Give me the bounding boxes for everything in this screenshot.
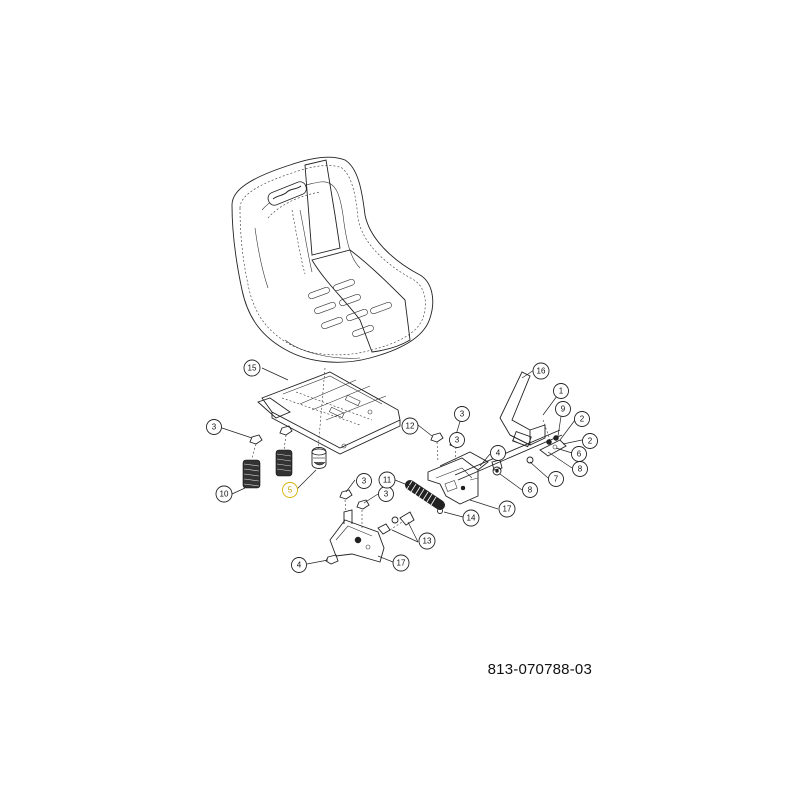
callout-10: 10 xyxy=(215,485,233,503)
callout-1: 1 xyxy=(553,383,569,399)
callout-label: 17 xyxy=(503,505,512,514)
leader-lines xyxy=(221,367,583,565)
spring-part-11 xyxy=(405,480,445,510)
callout-9: 9 xyxy=(555,401,571,417)
linkage-parts-right xyxy=(491,419,567,476)
callout-label: 3 xyxy=(212,423,217,432)
callout-label: 3 xyxy=(460,410,465,419)
callout-3: 3 xyxy=(449,432,465,448)
spring-right xyxy=(275,449,293,477)
callout-13: 13 xyxy=(418,532,436,550)
callout-17: 17 xyxy=(498,500,516,518)
callout-3: 3 xyxy=(206,419,222,435)
lever-bracket-lower xyxy=(329,499,385,563)
callout-label: 16 xyxy=(537,367,546,376)
callout-label: 14 xyxy=(467,514,476,523)
callout-8: 8 xyxy=(572,461,588,477)
callout-label: 3 xyxy=(455,436,460,445)
flange-nut-right xyxy=(279,425,293,451)
callout-4: 4 xyxy=(291,557,307,573)
pivot-rod xyxy=(454,429,563,481)
callout-label: 17 xyxy=(397,559,406,568)
seat-slide-plate xyxy=(257,371,401,455)
callout-2: 2 xyxy=(582,433,598,449)
drawing-part-number: 813-070788-03 xyxy=(487,661,592,678)
callout-label: 4 xyxy=(496,449,501,458)
callout-label: 2 xyxy=(580,415,585,424)
callout-label: 1 xyxy=(559,387,564,396)
callout-8: 8 xyxy=(522,482,538,498)
seat xyxy=(231,156,434,451)
callout-label: 3 xyxy=(384,490,389,499)
callout-label: 15 xyxy=(248,364,257,373)
spring-left xyxy=(242,459,261,489)
callout-4: 4 xyxy=(490,445,506,461)
callout-16: 16 xyxy=(532,362,550,380)
callout-14: 14 xyxy=(462,509,480,527)
callout-label: 8 xyxy=(578,465,583,474)
knob-part-5 xyxy=(311,447,327,469)
callout-label: 5 xyxy=(288,486,293,495)
callout-17: 17 xyxy=(392,554,410,572)
callout-12: 12 xyxy=(401,417,419,435)
callout-label: 13 xyxy=(423,537,432,546)
brand-logo-plate xyxy=(267,181,307,206)
callout-7: 7 xyxy=(548,471,564,487)
callout-6: 6 xyxy=(571,446,587,462)
callout-label: 9 xyxy=(561,405,566,414)
bracket-part-16 xyxy=(499,371,546,448)
flange-nut-left xyxy=(249,434,263,459)
callout-label: 6 xyxy=(577,450,582,459)
callout-5: 5 xyxy=(282,482,298,498)
callout-label: 8 xyxy=(528,486,533,495)
callout-3: 3 xyxy=(454,406,470,422)
callout-2: 2 xyxy=(574,411,590,427)
callout-3: 3 xyxy=(378,486,394,502)
callout-label: 7 xyxy=(554,475,559,484)
callout-3: 3 xyxy=(356,473,372,489)
callout-label: 11 xyxy=(383,476,392,485)
callout-11: 11 xyxy=(378,471,396,489)
callout-label: 12 xyxy=(406,422,415,431)
callout-label: 2 xyxy=(588,437,593,446)
callout-label: 3 xyxy=(362,477,367,486)
callout-label: 4 xyxy=(297,561,302,570)
callout-15: 15 xyxy=(243,359,261,377)
callout-label: 10 xyxy=(220,490,229,499)
